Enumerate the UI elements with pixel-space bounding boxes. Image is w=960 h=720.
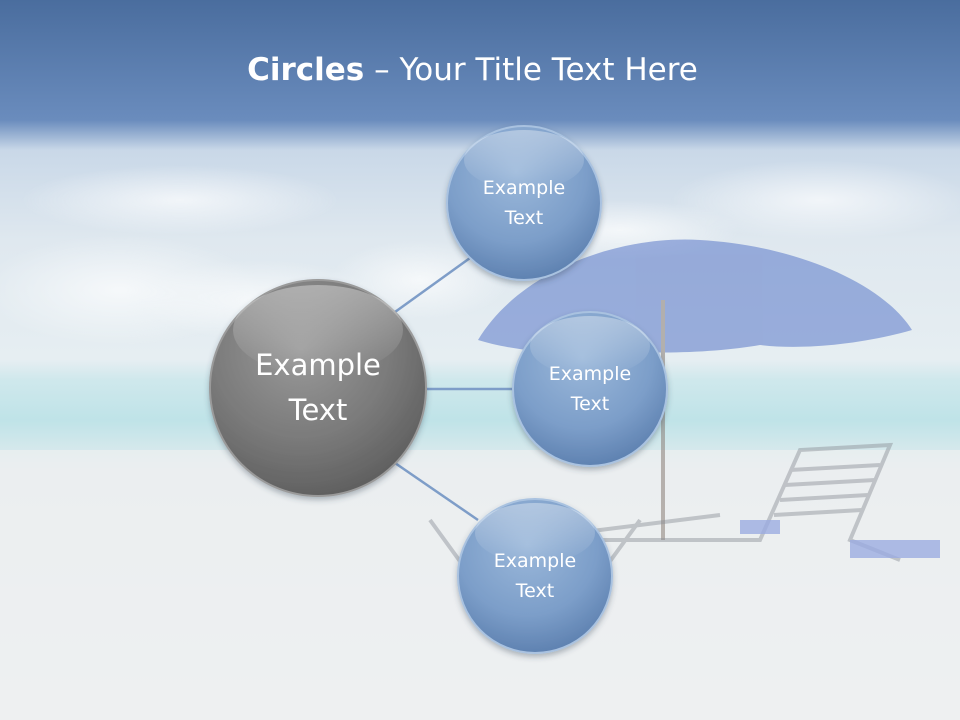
node-bottom-line1: Example [493,550,577,572]
node-top-circle [446,125,602,281]
node-bottom-label: Example Text [475,516,595,636]
center-circle-label: Example Text [218,288,418,488]
center-circle [209,279,427,497]
center-text-line1: Example [255,348,381,382]
node-middle-label: Example Text [530,329,650,449]
beach-chairs [428,442,940,577]
node-top-line2: Text [504,207,544,229]
node-top-line1: Example [482,177,566,199]
node-middle-line2: Text [570,393,610,415]
title-dash: – [364,52,400,88]
center-text-line2: Text [288,393,348,427]
node-middle-line1: Example [548,363,632,385]
title-bold: Circles [247,52,365,88]
node-bottom-line2: Text [515,580,555,602]
node-middle-circle [512,311,668,467]
connector-bottom [394,461,479,522]
node-bottom-circle [457,498,613,654]
title-rest: Your Title Text Here [399,52,698,88]
connectors [394,256,515,522]
connector-top [394,256,471,314]
node-top-label: Example Text [464,143,584,263]
slide-title: Circles – Your Title Text Here [0,52,945,88]
